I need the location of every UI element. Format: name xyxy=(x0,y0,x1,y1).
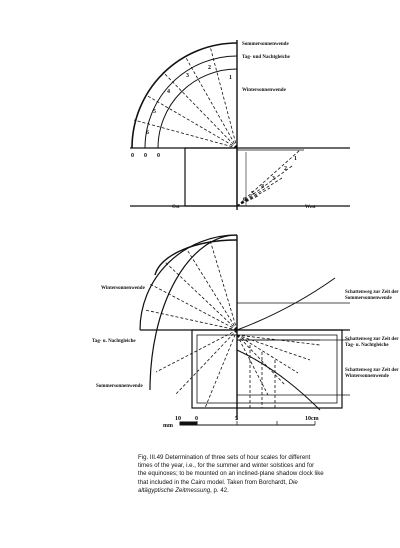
label-shadow-equinox-2: Tag- u. Nachtgleiche xyxy=(345,343,389,348)
arc-number: 5 xyxy=(153,109,156,115)
label-summer-solstice-bottom: Sommersonnenwende xyxy=(96,384,143,389)
label-equinox: Tag- und Nachtgleiche xyxy=(242,55,291,60)
arc-number: 6 xyxy=(146,130,149,136)
figure-diagram: Sommersonnenwende Tag- und Nachtgleiche … xyxy=(92,40,399,429)
label-winter-solstice: Wintersonnenwende xyxy=(242,88,287,93)
shadow-number: 4 xyxy=(261,184,264,190)
figure-caption: Fig. III.49 Determination of three sets … xyxy=(138,454,374,495)
shadow-number: 1 xyxy=(294,156,297,162)
shadow-number: 3 xyxy=(272,176,275,182)
label-west: West xyxy=(305,205,316,210)
caption-line: Fig. III.49 Determination of three sets … xyxy=(138,454,311,461)
zero-label: 0 xyxy=(131,153,134,159)
caption-line: that included in the Cairo model. Taken … xyxy=(138,479,374,487)
label-shadow-winter-1: Schattenweg zur Zeit der xyxy=(345,368,399,373)
top-diagram xyxy=(130,40,350,210)
shadow-number: 5 xyxy=(251,191,254,197)
label-shadow-winter-2: Wintersonnenwende xyxy=(345,374,390,379)
label-shadow-summer-2: Sommersonnenwende xyxy=(345,296,392,301)
arc-number: 2 xyxy=(208,65,211,71)
caption-text: , p. 42. xyxy=(210,486,229,494)
scale-prefix: mm xyxy=(163,423,173,429)
label-shadow-summer-1: Schattenweg zur Zeit der xyxy=(345,290,399,295)
arc-number: 3 xyxy=(186,73,189,79)
caption-text: that included in the Cairo model. Taken … xyxy=(138,478,289,486)
caption-italic: altägyptische Zeitmessung xyxy=(138,486,211,494)
label-winter-solstice-bottom: Wintersonnenwende xyxy=(101,286,146,291)
shadow-number: 2 xyxy=(284,166,287,172)
arc-number: 4 xyxy=(167,89,170,95)
scale-tick: 0 xyxy=(195,416,198,422)
caption-italic: Die xyxy=(288,478,298,486)
zero-label: 0 xyxy=(144,153,147,159)
label-equinox-bottom: Tag- u. Nachtgleiche xyxy=(92,339,136,344)
label-summer-solstice: Sommersonnenwende xyxy=(242,42,289,47)
label-shadow-equinox-1: Schattenweg zur Zeit der xyxy=(345,337,399,342)
top-labels: Sommersonnenwende Tag- und Nachtgleiche … xyxy=(131,42,316,210)
caption-line: altägyptische Zeitmessung, p. 42. xyxy=(138,487,374,495)
arc-number: 1 xyxy=(229,75,232,81)
bottom-labels: Wintersonnenwende Tag- u. Nachtgleiche S… xyxy=(92,286,399,429)
caption-line: times of the year, i.e., for the summer … xyxy=(138,462,315,470)
scale-tick: 5 xyxy=(235,416,238,422)
caption-line: the equinoxes; to be mounted on an incli… xyxy=(138,470,324,478)
scale-tick: 10cm xyxy=(305,416,319,422)
zero-label: 0 xyxy=(157,153,160,159)
scale-tick: 10 xyxy=(175,416,181,422)
shadow-number: 6 xyxy=(243,197,246,203)
label-east: Ost xyxy=(172,205,180,210)
bottom-diagram xyxy=(139,234,350,426)
